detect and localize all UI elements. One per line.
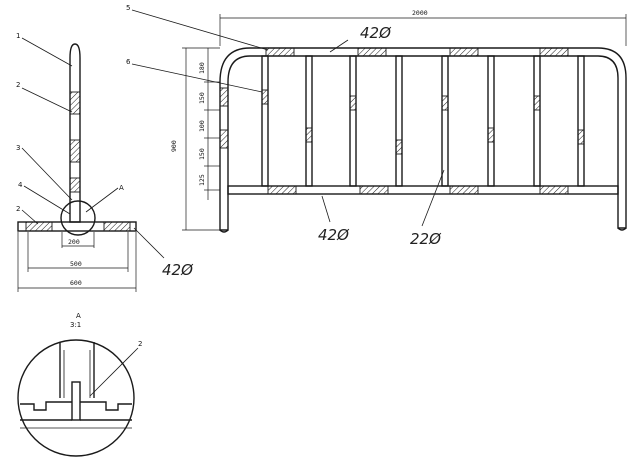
- side-post-band-1: [69, 91, 81, 115]
- leader-4: [23, 185, 71, 215]
- dim-150a: 150: [198, 92, 206, 104]
- label-part-4: 4: [18, 181, 23, 189]
- base-dimensions: 200 500 600: [17, 232, 137, 292]
- bottom-rail: [227, 185, 619, 195]
- leader-3: [21, 147, 73, 201]
- leader-2b: [21, 209, 39, 225]
- label-part-2a: 2: [16, 81, 20, 89]
- side-post: [69, 43, 81, 223]
- side-base-band-1: [25, 221, 53, 232]
- dim-150b: 150: [198, 148, 206, 160]
- dim-500: 500: [70, 260, 82, 268]
- dim-900: 900: [170, 140, 178, 152]
- leader-2a: [21, 87, 73, 113]
- dim-180: 180: [198, 62, 206, 74]
- leader-6: [131, 63, 263, 93]
- handwritten-bottom-rail: 42Ø: [318, 226, 350, 244]
- leader-base-tube: [133, 227, 165, 259]
- label-detail-a: A: [119, 184, 124, 192]
- dim-200: 200: [68, 238, 80, 246]
- label-part-6: 6: [126, 58, 131, 66]
- side-base-band-2: [103, 221, 131, 232]
- dim-2000: 2000: [412, 9, 428, 17]
- dim-125: 125: [198, 174, 206, 186]
- dim-100: 100: [198, 120, 206, 132]
- detail-scale: 3:1: [70, 321, 81, 329]
- detail-title: A: [76, 312, 81, 320]
- front-view: 5 6 2000 900 180 150 100 150 125 42Ø 42Ø…: [126, 4, 627, 248]
- leader-1: [21, 37, 73, 67]
- left-foot: [219, 229, 229, 233]
- label-part-1: 1: [16, 32, 20, 40]
- label-part-2b: 2: [16, 205, 20, 213]
- detail-a-view: A 3:1 2: [17, 312, 142, 457]
- leader-a: [85, 187, 119, 213]
- dim-600: 600: [70, 279, 82, 287]
- handwritten-vertical-bar: 22Ø: [410, 230, 442, 248]
- label-part-5: 5: [126, 4, 130, 12]
- handwritten-base-tube: 42Ø: [162, 261, 194, 279]
- leader-5: [131, 9, 269, 51]
- right-foot: [617, 227, 627, 231]
- frame-outer: [219, 47, 627, 231]
- side-base-tube: [17, 221, 137, 232]
- detail-circle-a: [60, 200, 96, 236]
- side-view: 1 2 3 4 2 A 200 500 600 42Ø: [16, 32, 194, 292]
- label-part-3: 3: [16, 144, 20, 152]
- handwritten-top-rail: 42Ø: [360, 24, 392, 42]
- vertical-bars: [261, 55, 585, 187]
- side-post-band-3: [69, 177, 81, 193]
- detail-part-label: 2: [138, 340, 142, 348]
- side-post-band-2: [69, 139, 81, 163]
- detail-circle: [17, 339, 135, 457]
